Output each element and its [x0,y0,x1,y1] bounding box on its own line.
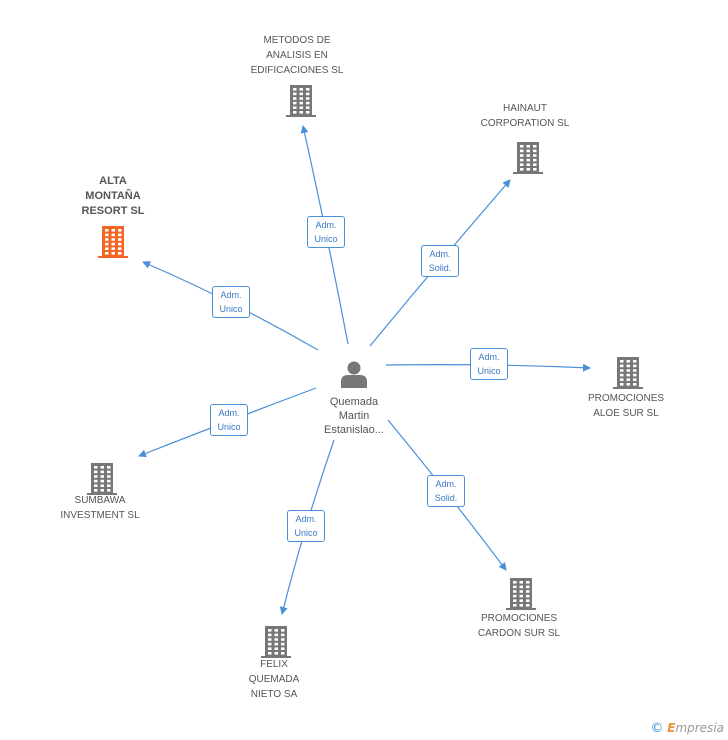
role-badge-sumbawa[interactable]: Adm. Unico [210,404,248,436]
company-label-line: MONTAÑA [85,190,141,202]
role-badge-alta[interactable]: Adm. Unico [212,286,250,318]
company-label-alta[interactable]: ALTA MONTAÑA RESORT SL [48,174,178,219]
role-badge-cardon[interactable]: Adm. Solid. [427,475,465,507]
company-label-sumbawa[interactable]: SUMBAWA INVESTMENT SL [35,493,165,523]
company-label-line: ANALISIS EN [266,50,328,61]
company-label-metodos[interactable]: METODOS DE ANALISIS EN EDIFICACIONES SL [232,33,362,78]
role-badge-line: Adm. [315,220,337,230]
person-name-line: Estanislao... [324,424,384,436]
logo-text: mpresia [675,721,724,735]
role-badge-line: Adm. [429,249,451,259]
role-badge-line: Adm. [478,352,500,362]
building-icon-felix[interactable] [261,626,291,658]
company-label-line: ALOE SUR SL [593,408,659,419]
company-label-line: ALTA [99,175,127,187]
role-badge-line: Solid. [428,263,452,273]
role-badge-line: Solid. [434,493,458,503]
company-label-line: SUMBAWA [74,495,126,506]
building-icon-aloe[interactable] [613,357,643,389]
copyright-symbol: © [650,721,664,736]
building-icon-cardon[interactable] [506,578,536,610]
building-icon-metodos[interactable] [286,85,316,117]
company-label-line: METODOS DE [263,35,331,46]
role-badge-line: Unico [477,366,501,376]
company-label-line: NIETO SA [250,689,298,700]
person-name-line: Martin [338,410,370,422]
empresia-logo[interactable]: © Empresia [650,721,724,736]
company-label-line: CARDON SUR SL [477,628,561,639]
person-icon[interactable] [341,361,367,389]
company-label-line: QUEMADA [248,674,300,685]
logo-letter: E [667,721,676,735]
company-label-line: PROMOCIONES [587,393,665,404]
role-badge-line: Unico [314,234,338,244]
company-label-line: RESORT SL [81,205,145,217]
role-badge-aloe[interactable]: Adm. Unico [470,348,508,380]
company-label-cardon[interactable]: PROMOCIONES CARDON SUR SL [454,611,584,641]
company-label-hainaut[interactable]: HAINAUT CORPORATION SL [460,101,590,131]
role-badge-metodos[interactable]: Adm. Unico [307,216,345,248]
company-label-line: EDIFICACIONES SL [250,65,344,76]
role-badge-line: Adm. [295,514,317,524]
company-label-line: PROMOCIONES [480,613,558,624]
role-badge-line: Adm. [218,408,240,418]
building-icon-alta[interactable] [98,226,128,258]
role-badge-line: Unico [294,528,318,538]
person-name-line: Quemada [329,396,379,408]
company-label-aloe[interactable]: PROMOCIONES ALOE SUR SL [561,391,691,421]
role-badge-line: Unico [217,422,241,432]
role-badge-felix[interactable]: Adm. Unico [287,510,325,542]
building-icon-hainaut[interactable] [513,142,543,174]
company-label-line: HAINAUT [503,103,547,114]
role-badge-line: Adm. [220,290,242,300]
role-badge-hainaut[interactable]: Adm. Solid. [421,245,459,277]
company-label-line: INVESTMENT SL [60,510,140,521]
company-label-felix[interactable]: FELIX QUEMADA NIETO SA [209,657,339,702]
company-label-line: FELIX [260,659,288,670]
role-badge-line: Unico [219,304,243,314]
company-label-line: CORPORATION SL [480,118,570,129]
building-icon-sumbawa[interactable] [87,463,117,495]
role-badge-line: Adm. [435,479,457,489]
